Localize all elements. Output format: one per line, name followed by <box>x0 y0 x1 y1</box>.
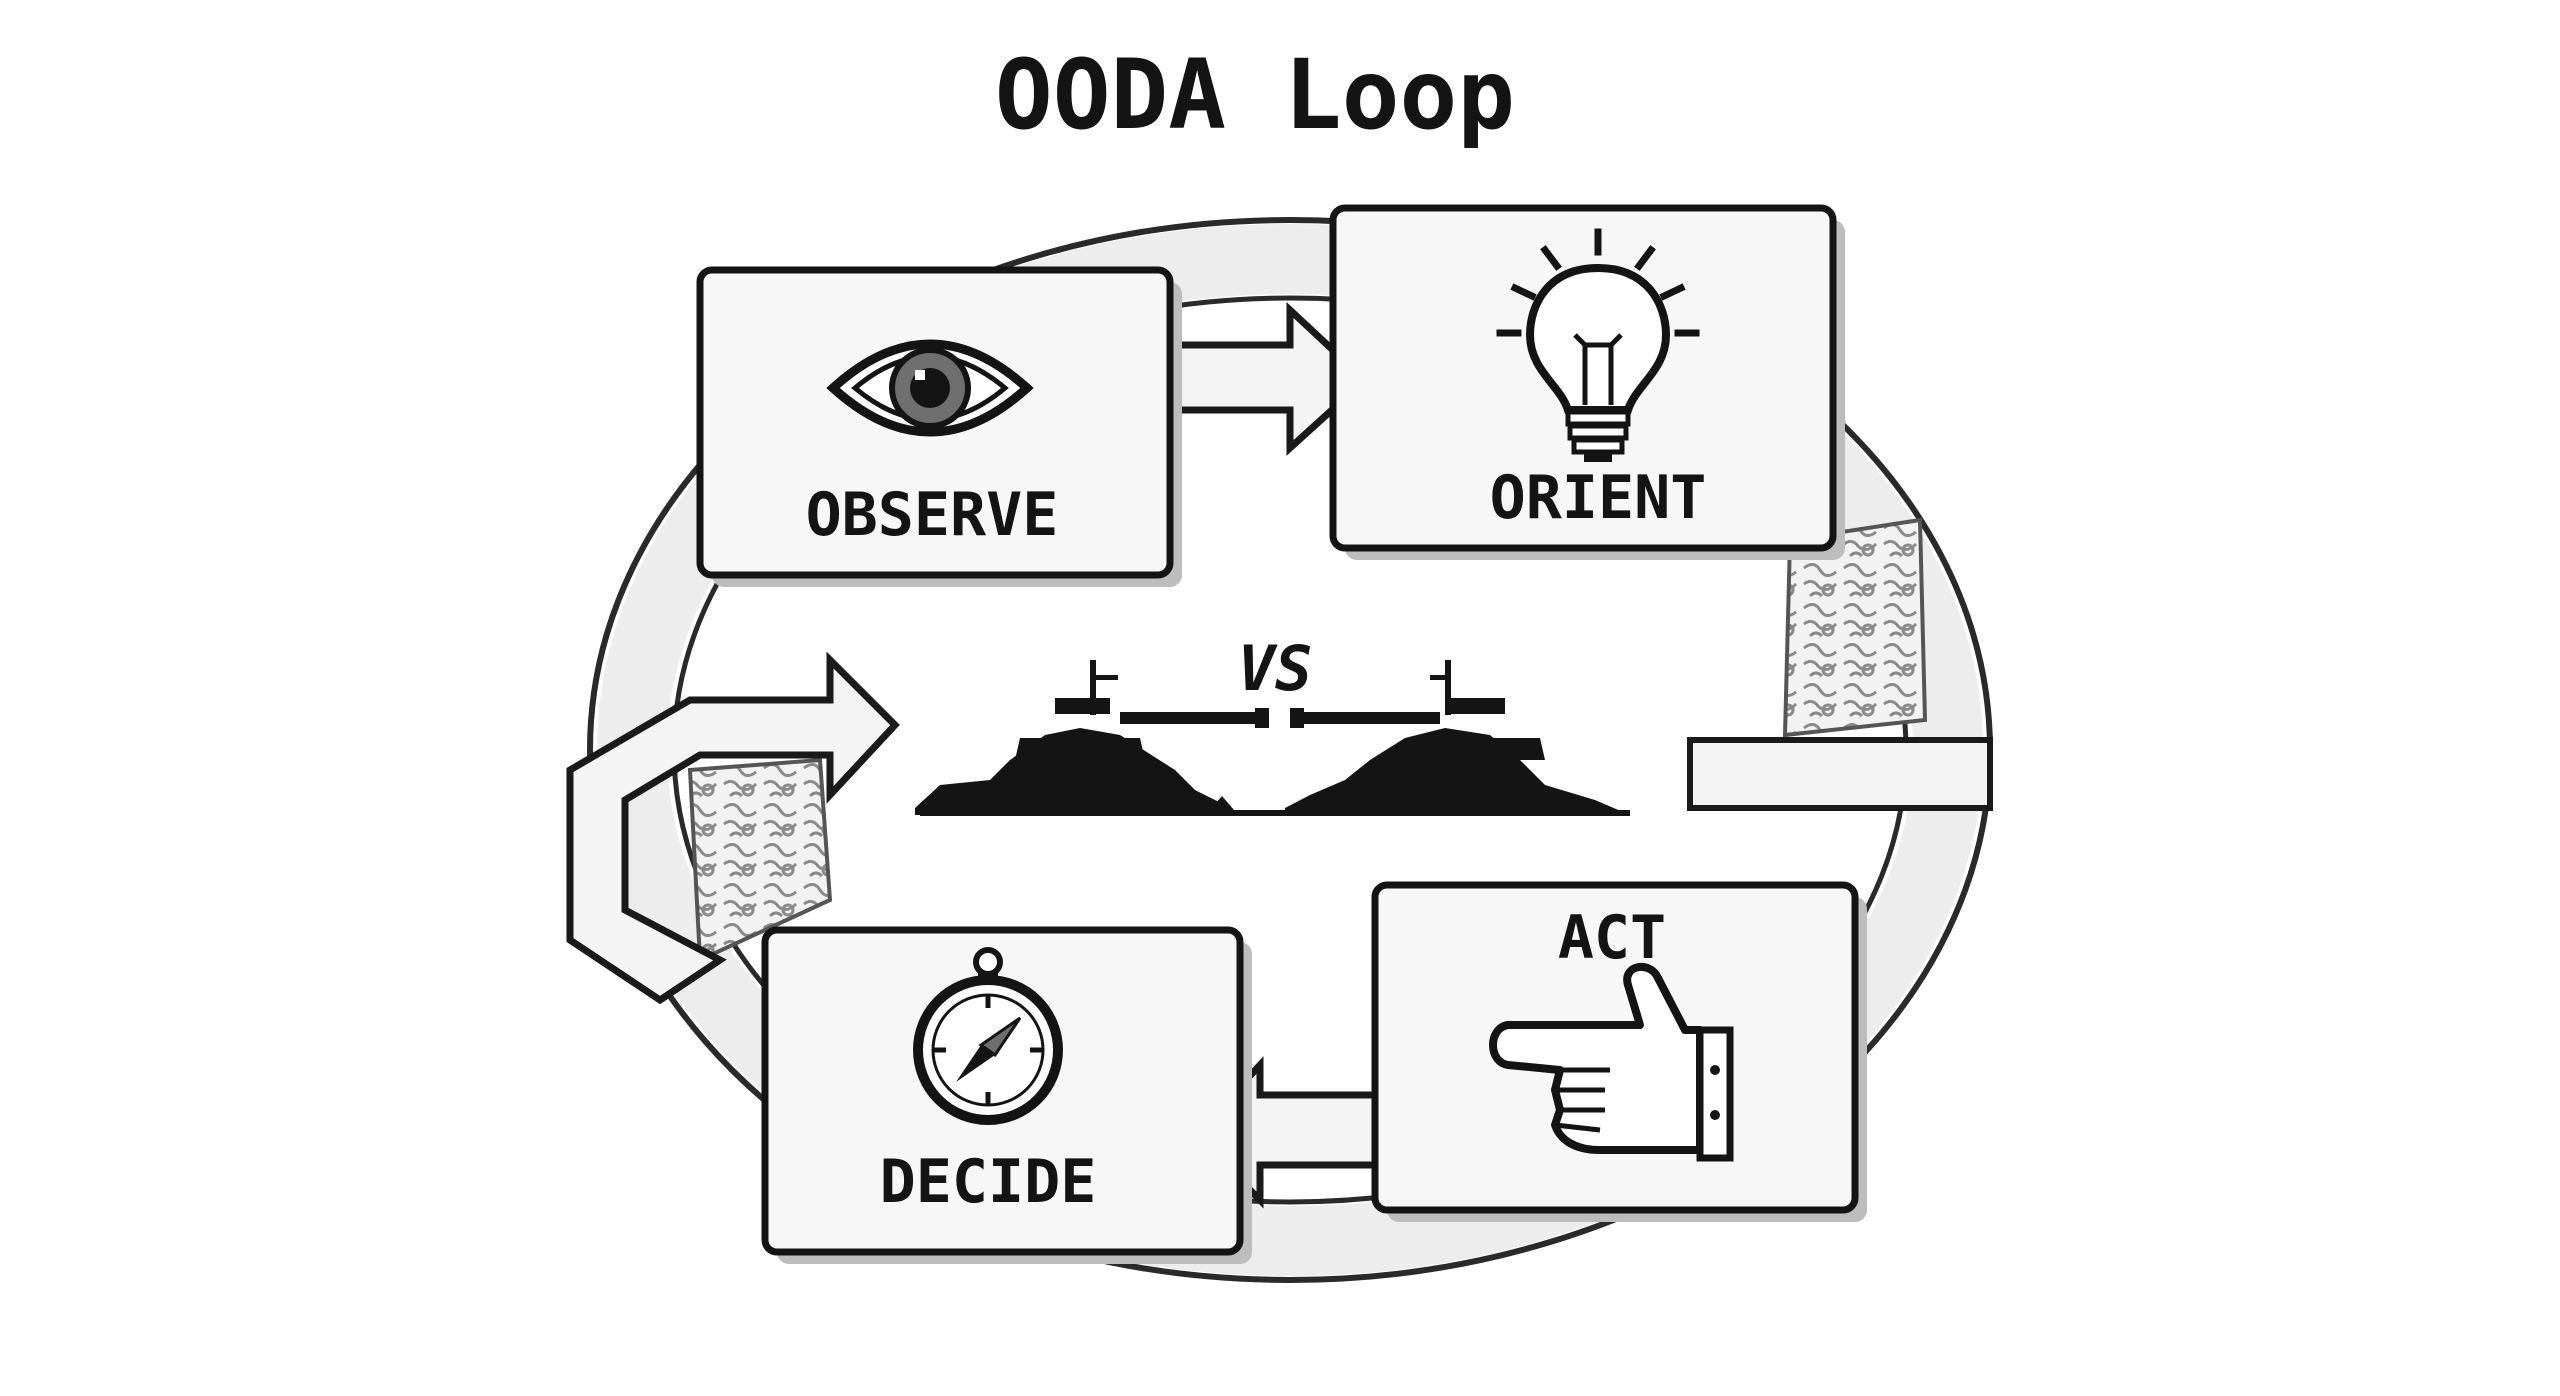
act-label: ACT <box>1558 903 1666 973</box>
orient-label: ORIENT <box>1490 463 1707 533</box>
stage-observe[interactable]: OBSERVE <box>696 266 1182 587</box>
maze-texture-right <box>1782 517 1928 738</box>
tank-right-icon <box>1285 660 1630 815</box>
lightbulb-icon <box>1496 228 1700 462</box>
maze-texture-left <box>687 757 833 964</box>
ground-line <box>920 796 1630 816</box>
vs-label: VS <box>1238 632 1313 705</box>
loop-connector-right <box>1687 737 1993 811</box>
stage-act[interactable]: ACT <box>1371 881 1867 1222</box>
arrow-decide-to-observe <box>566 651 900 1005</box>
observe-label: OBSERVE <box>806 480 1059 550</box>
diagram-title: OODA Loop <box>995 39 1515 151</box>
pointing-hand-icon <box>1489 962 1734 1162</box>
decide-label: DECIDE <box>880 1147 1097 1217</box>
stage-decide[interactable]: DECIDE <box>761 926 1252 1264</box>
stage-orient[interactable]: ORIENT <box>1329 204 1845 560</box>
compass-icon <box>913 947 1063 1125</box>
tank-left-icon <box>915 660 1269 815</box>
eye-icon <box>826 339 1034 437</box>
